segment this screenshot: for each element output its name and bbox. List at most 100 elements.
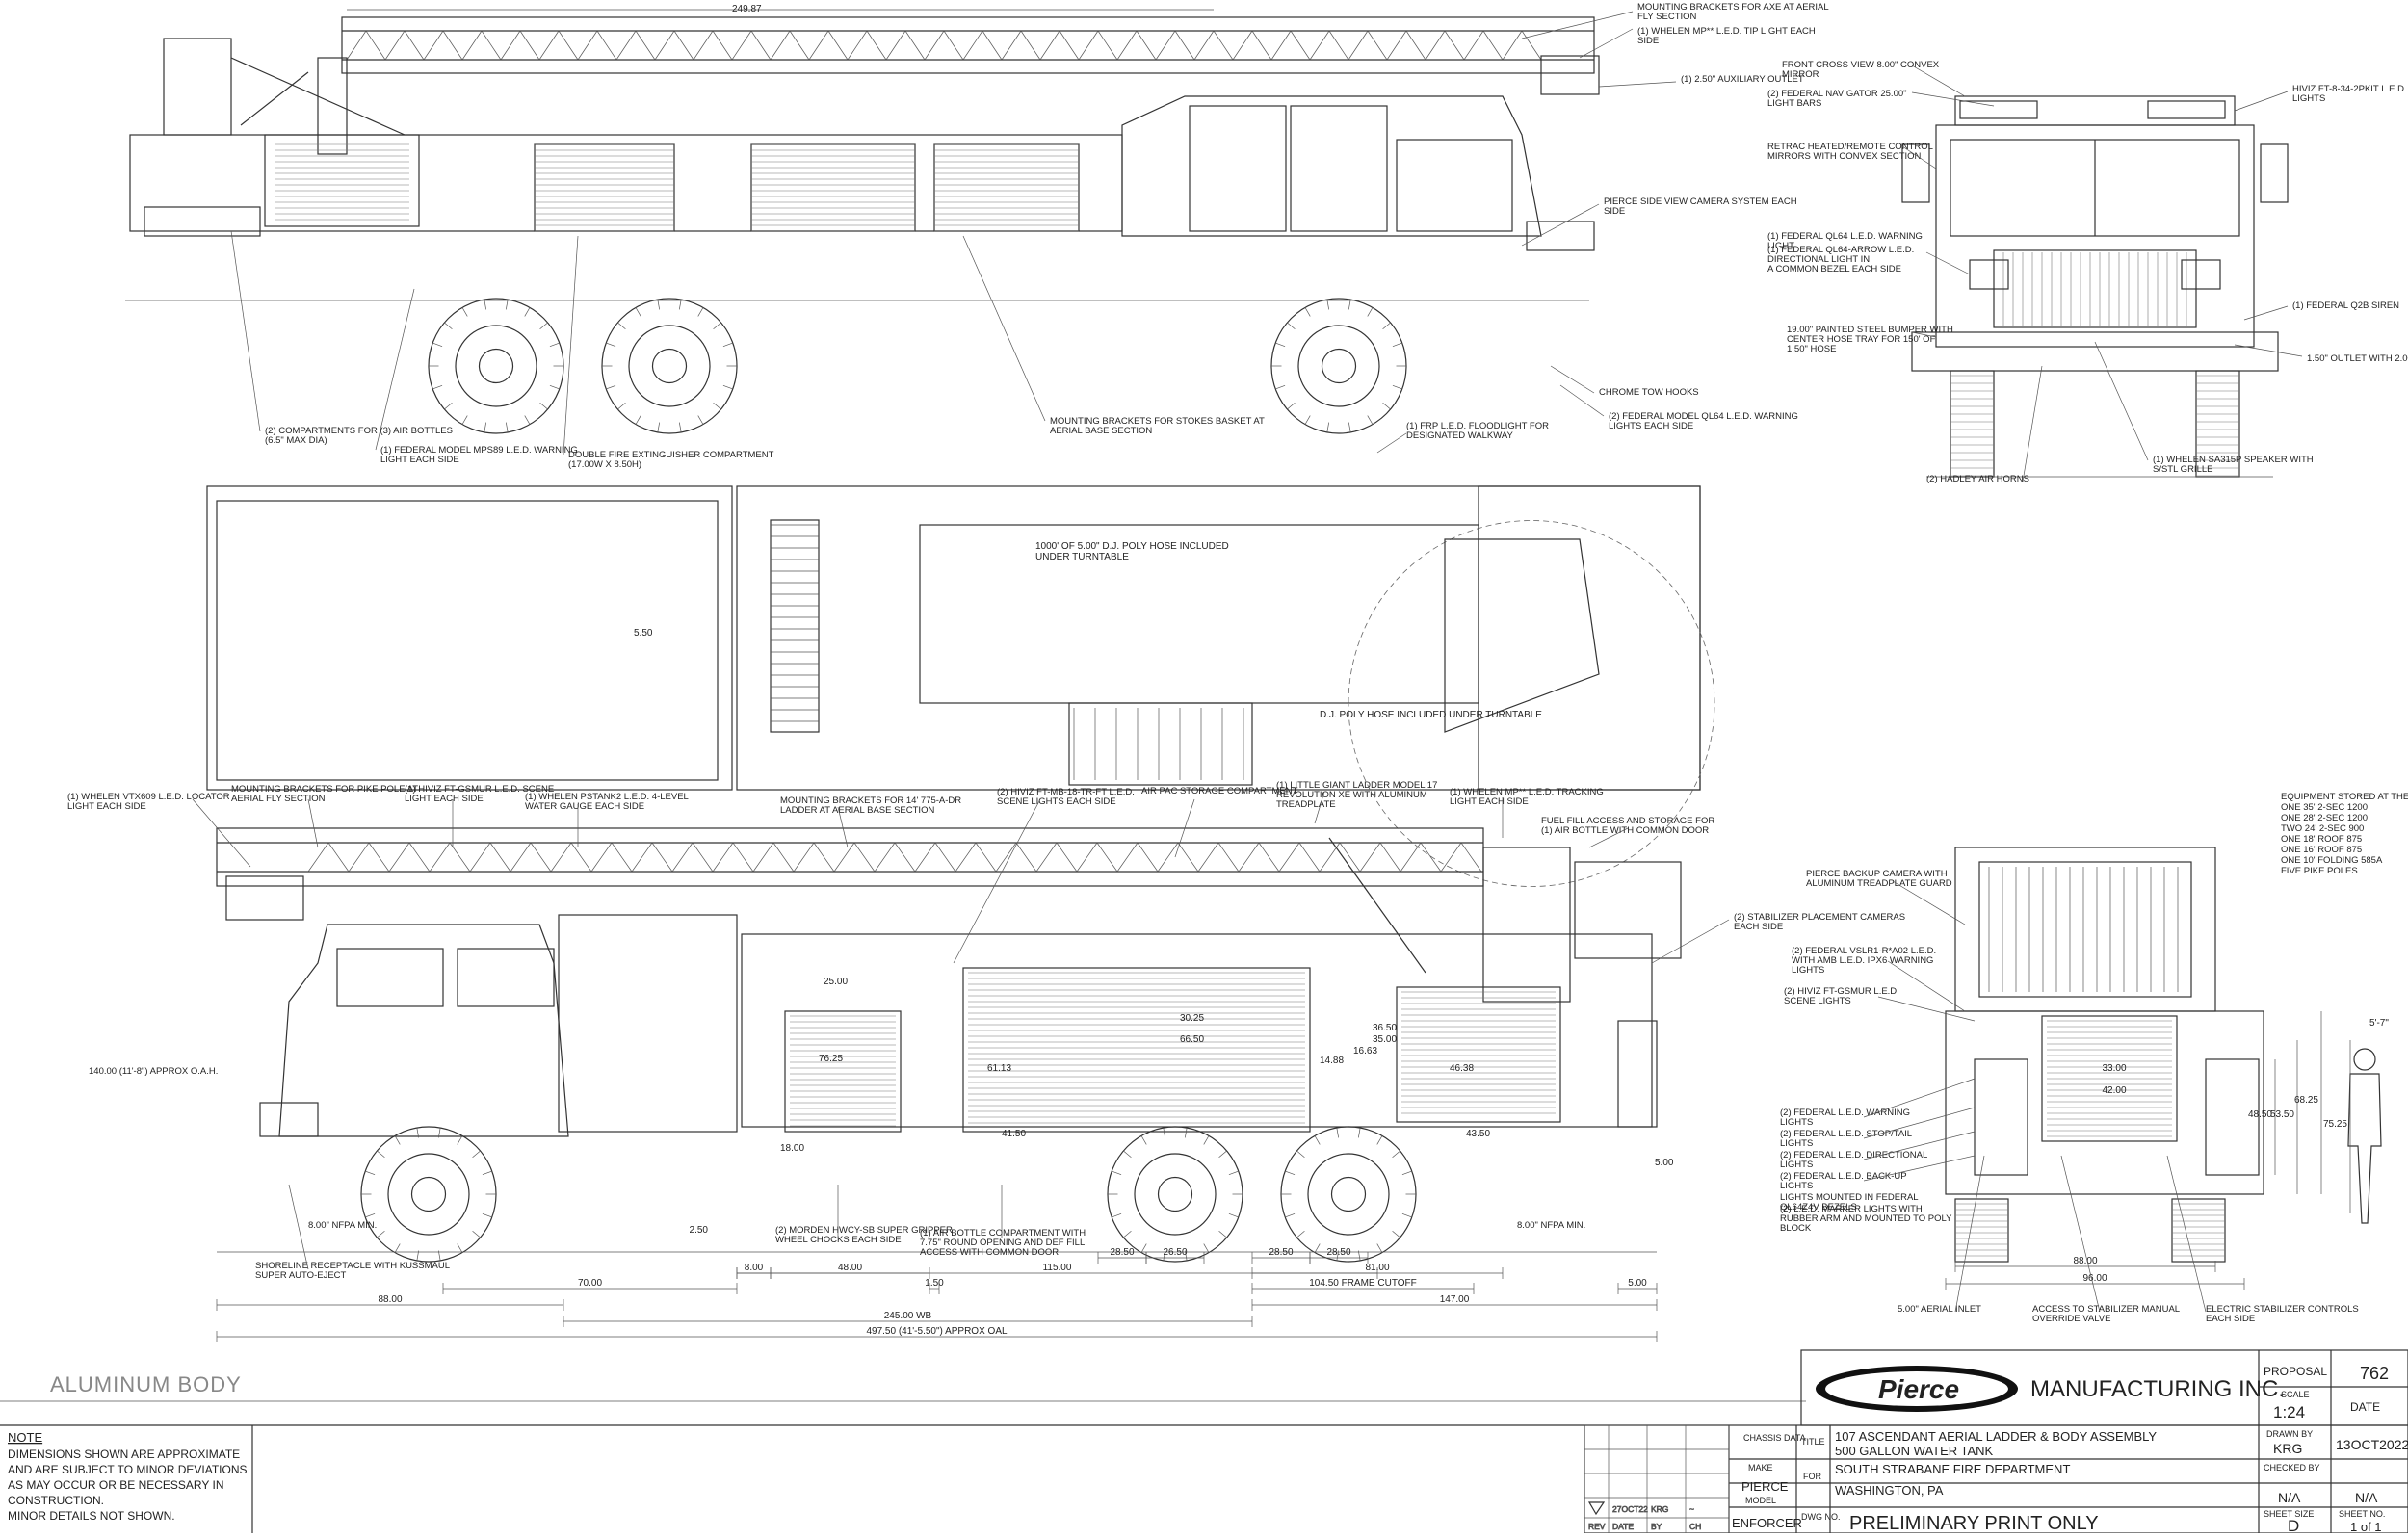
wheel-hub — [1321, 348, 1357, 384]
equipment-item: ONE 28' 2-SEC 1200 — [2281, 813, 2368, 823]
rear-view: 88.0096.0033.0042.0048.5053.5068.2575.25… — [1780, 792, 2408, 1324]
callout: A COMMON BEZEL EACH SIDE — [1767, 264, 1901, 274]
model-value: ENFORCER — [1732, 1516, 1802, 1530]
dim-5-rear: 5.00 — [1628, 1278, 1647, 1289]
rev-cell: 27OCT22 — [1612, 1504, 1648, 1514]
dim-2-50: 2.50 — [690, 1225, 709, 1236]
sheet-no-value: 1 of 1 — [2350, 1520, 2382, 1533]
note-line: CONSTRUCTION. — [8, 1494, 104, 1507]
proposal-label: PROPOSAL — [2264, 1365, 2327, 1378]
dim-81: 81.00 — [1365, 1263, 1389, 1273]
date-value: 13OCT2022 — [2336, 1437, 2408, 1452]
model-label: MODEL — [1745, 1496, 1776, 1505]
tire — [601, 298, 738, 434]
rev-header: CH — [1689, 1522, 1701, 1531]
equipment-item: ONE 35' 2-SEC 1200 — [2281, 802, 2368, 813]
title-line-2: 500 GALLON WATER TANK — [1835, 1444, 1994, 1458]
dim-35: 35.00 — [1373, 1034, 1397, 1045]
dim-frame-cutoff: 104.50 FRAME CUTOFF — [1309, 1278, 1417, 1289]
title-label: TITLE — [1801, 1437, 1825, 1447]
dim-66-50: 66.50 — [1180, 1034, 1204, 1045]
tire — [428, 298, 564, 434]
callout: 8.00" NFPA MIN. — [308, 1220, 377, 1231]
dim-rear-75-25: 75.25 — [2323, 1119, 2347, 1130]
dim-rear-42: 42.00 — [2102, 1085, 2126, 1096]
checked-label: CHECKED BY — [2264, 1463, 2320, 1473]
dim-147: 147.00 — [1440, 1294, 1470, 1305]
tire — [360, 1126, 497, 1263]
equipment-item: FIVE PIKE POLES — [2281, 866, 2358, 876]
wheel-hub — [651, 348, 688, 384]
sheet-size-label: SHEET SIZE — [2264, 1509, 2314, 1519]
callout: (2) FEDERAL VSLR1-R*A02 L.E.D.WITH AMB L… — [1792, 946, 1936, 976]
callout: (2) HIVIZ FT-MB-18-TR-FT L.E.D.SCENE LIG… — [997, 787, 1135, 807]
dim-rear-48-50: 48.50 — [2248, 1109, 2272, 1120]
dim-43-50: 43.50 — [1466, 1129, 1490, 1139]
dim-76-25: 76.25 — [819, 1054, 843, 1064]
oah-label: 140.00 (11'-8") APPROX O.A.H. — [89, 1066, 218, 1077]
dim-rear-33: 33.00 — [2102, 1063, 2126, 1074]
callout: 5.00" AERIAL INLET — [1898, 1304, 1981, 1315]
dim-61-13: 61.13 — [987, 1063, 1011, 1074]
callout: D.J. POLY HOSE INCLUDED UNDER TURNTABLE — [1320, 710, 1542, 720]
checked-date: N/A — [2355, 1490, 2378, 1505]
title-line-1: 107 ASCENDANT AERIAL LADDER & BODY ASSEM… — [1835, 1429, 2157, 1444]
dim-18: 18.00 — [780, 1143, 804, 1154]
equipment-item: EQUIPMENT STORED AT THE REAR — [2281, 792, 2408, 802]
dim-wheelbase: 245.00 WB — [884, 1311, 932, 1321]
note-line: MINOR DETAILS NOT SHOWN. — [8, 1509, 175, 1523]
wheel-hub — [410, 1176, 447, 1212]
callout: (2) HIVIZ FT-GSMUR L.E.D.SCENE LIGHTS — [1784, 986, 1899, 1006]
dim-label: 5.50 — [634, 628, 653, 639]
note-line: DIMENSIONS SHOWN ARE APPROXIMATE — [8, 1447, 240, 1461]
callout: 1.50" OUTLET WITH 2.00" PIPING — [2307, 353, 2408, 364]
callout: CHROME TOW HOOKS — [1599, 387, 1699, 398]
callout: AIR PAC STORAGE COMPARTMENT — [1141, 786, 1298, 796]
drawn-by: KRG — [2273, 1441, 2302, 1456]
wheel-rim — [1297, 325, 1380, 407]
dim-30-25: 30.25 — [1180, 1013, 1204, 1024]
equipment-item: ONE 18' ROOF 875 — [2281, 834, 2362, 845]
dim-rear-96: 96.00 — [2082, 1273, 2107, 1284]
wheel-rim — [387, 1153, 470, 1236]
wheel-hub — [1330, 1176, 1367, 1212]
dim-1-50: 1.50 — [925, 1278, 944, 1289]
dwg-value: PRELIMINARY PRINT ONLY — [1849, 1513, 2099, 1533]
make-value: PIERCE — [1741, 1479, 1789, 1494]
note-heading: NOTE — [8, 1430, 42, 1445]
note-line: AND ARE SUBJECT TO MINOR DEVIATIONS — [8, 1463, 248, 1476]
callout: (2) FEDERAL NAVIGATOR 25.00"LIGHT BARS — [1767, 89, 1907, 109]
tire — [1280, 1126, 1417, 1263]
dim-28-50-c: 28.50 — [1326, 1247, 1350, 1258]
rev-cell: KRG — [1651, 1504, 1668, 1514]
date-label: DATE — [2350, 1400, 2380, 1414]
chassis-label: CHASSIS DATA — [1743, 1433, 1806, 1443]
